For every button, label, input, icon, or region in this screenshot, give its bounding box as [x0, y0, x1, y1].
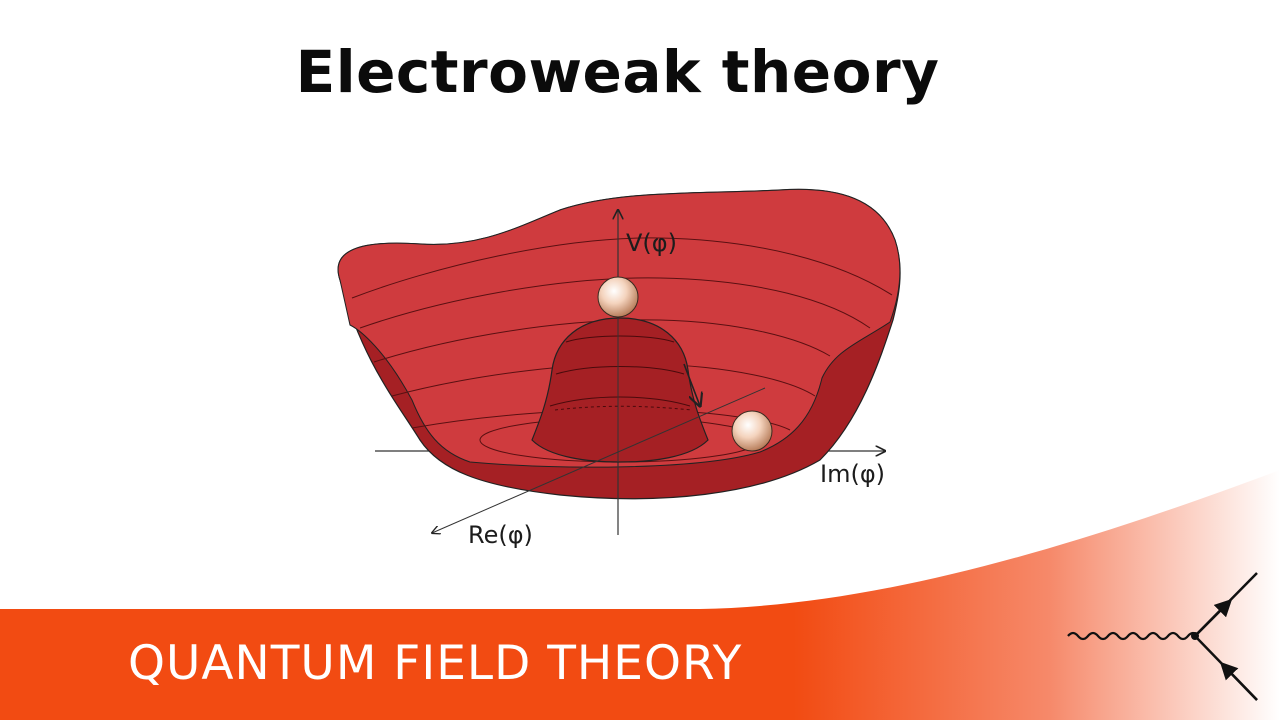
- page-title: Electroweak theory: [295, 38, 940, 106]
- central-hump: [531, 317, 709, 463]
- v-axis-label: V(φ): [626, 229, 677, 257]
- re-axis: [432, 387, 766, 533]
- banner-title: QUANTUM FIELD THEORY: [128, 636, 743, 691]
- im-axis-label: Im(φ): [820, 460, 885, 488]
- re-axis-label: Re(φ): [468, 521, 533, 549]
- hump-contour-lines: [549, 335, 693, 411]
- roll-direction-arrow: [683, 363, 700, 406]
- ground-state-ball: [731, 410, 773, 452]
- unstable-ball: [597, 276, 639, 318]
